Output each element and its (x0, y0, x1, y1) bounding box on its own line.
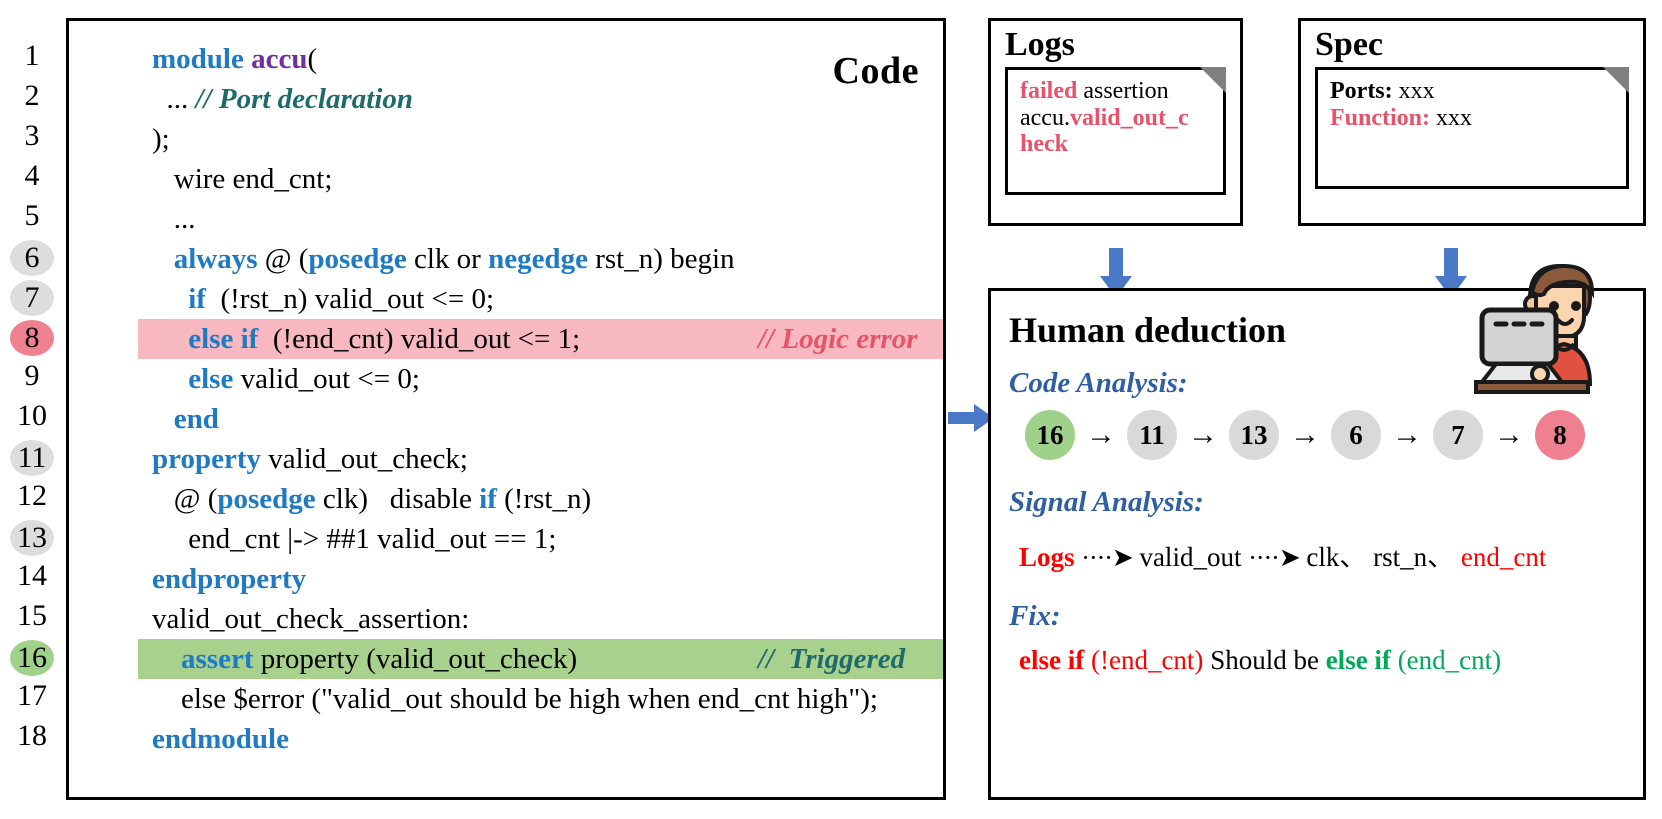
chain-node: 11 (1127, 410, 1177, 460)
code-line: if (!rst_n) valid_out <= 0; (188, 283, 495, 315)
chain-node: 7 (1433, 410, 1483, 460)
spec-ports-value: xxx (1392, 77, 1435, 104)
signal-source-logs: Logs (1019, 542, 1075, 572)
line-number: 5 (24, 199, 40, 232)
signal-mid-valid-out: valid_out (1139, 542, 1242, 572)
code-line: ... // Port declaration (152, 83, 414, 115)
code-line: module accu( (152, 43, 318, 75)
code-line: valid_out_check_assertion: (152, 603, 470, 635)
human-deduction-title: Human deduction (1009, 310, 1287, 350)
code-analysis-chain: 16 → 11 → 13 → 6 → 7 → 8 (1025, 410, 1643, 460)
chain-node: 13 (1229, 410, 1279, 460)
signal-arrow-icon-1: ····➤ (1081, 543, 1133, 572)
code-line: @ (posedge clk) disable if (!rst_n) (152, 483, 592, 515)
logs-assertion-name-1: valid_out_c (1069, 104, 1189, 131)
line-number: 15 (17, 599, 47, 632)
chain-node: 16 (1025, 410, 1075, 460)
chain-arrow-icon: → (1086, 418, 1116, 451)
line-number-marked: 7 (0, 276, 64, 317)
signal-analysis-label: Signal Analysis: (1009, 486, 1204, 518)
spec-ports-label: Ports: (1330, 77, 1393, 104)
logs-assertion-name-2: heck (1020, 131, 1068, 158)
logs-note-text: failed assertion accu.valid_out_c heck (1008, 70, 1223, 159)
signal-analysis-row: Logs ····➤ valid_out ····➤ clk、 rst_n、 e… (1019, 535, 1643, 574)
line-number: 17 (17, 679, 47, 712)
spec-panel: Spec Ports: xxx Function: xxx (1298, 18, 1646, 226)
line-number: 3 (24, 119, 40, 152)
line-number: 4 (24, 159, 40, 192)
fix-label: Fix: (1009, 600, 1061, 632)
code-panel-title: Code (832, 50, 919, 92)
code-line: endproperty (152, 563, 307, 595)
fix-wrong-arg: (!end_cnt) (1084, 645, 1204, 675)
signal-tail-plain: clk、 rst_n、 (1306, 542, 1461, 572)
code-line: always @ (posedge clk or negedge rst_n) … (173, 243, 735, 275)
chain-node: 8 (1535, 410, 1585, 460)
page-fold-icon (1603, 66, 1629, 93)
line-number: 9 (24, 359, 40, 392)
spec-function-value: xxx (1430, 104, 1473, 131)
chain-arrow-icon: → (1392, 418, 1422, 451)
line-number-assert: 16 (0, 636, 64, 677)
line-number: 14 (17, 559, 47, 592)
logs-title: Logs (1005, 26, 1075, 63)
fix-right-arg: (end_cnt) (1390, 645, 1502, 675)
code-analysis-label: Code Analysis: (1009, 367, 1188, 399)
line-number: 1 (24, 39, 40, 72)
person-at-computer-icon (1474, 263, 1595, 394)
line-number-marked: 6 (0, 236, 64, 277)
line-number: 18 (17, 719, 47, 752)
line-number-marked: 11 (0, 436, 64, 477)
fix-right-keyword: else if (1325, 645, 1391, 675)
code-line: endmodule (152, 723, 289, 755)
logs-module-prefix: accu. (1020, 104, 1070, 131)
code-line: wire end_cnt; (152, 163, 333, 195)
logs-failed-keyword: failed (1020, 77, 1078, 104)
spec-note-card: Ports: xxx Function: xxx (1315, 66, 1629, 189)
line-number: 12 (17, 479, 47, 512)
code-line: ... (152, 203, 196, 235)
code-panel: Code module accu( ... // Port declaratio… (66, 18, 946, 800)
chain-arrow-icon: → (1290, 418, 1320, 451)
page-fold-icon (1200, 66, 1226, 93)
fix-middle-text: Should be (1203, 645, 1326, 675)
spec-title: Spec (1315, 26, 1383, 63)
code-line-assert: assert property (valid_out_check)// Trig… (138, 639, 943, 679)
line-number-gutter: 1 2 3 4 5 6 7 8 9 10 11 12 13 14 15 16 1… (0, 36, 64, 756)
fix-wrong-keyword: else if (1019, 645, 1085, 675)
line-number: 10 (17, 399, 47, 432)
code-line: else $error ("valid_out should be high w… (152, 683, 878, 715)
fix-row: else if (!end_cnt) Should be else if (en… (1019, 645, 1643, 676)
line-number-error: 8 (0, 316, 64, 357)
logs-panel: Logs failed assertion accu.valid_out_c h… (988, 18, 1243, 226)
chain-arrow-icon: → (1494, 418, 1524, 451)
signal-tail-endcnt: end_cnt (1460, 542, 1547, 572)
line-number: 2 (24, 79, 40, 112)
signal-arrow-icon-2: ····➤ (1248, 543, 1300, 572)
logs-note-card: failed assertion accu.valid_out_c heck (1005, 66, 1226, 195)
code-line-error: else if (!end_cnt) valid_out <= 1;// Log… (138, 319, 943, 359)
line-number-marked: 13 (0, 516, 64, 557)
code-lines: module accu( ... // Port declaration ); … (138, 39, 943, 759)
spec-note-text: Ports: xxx Function: xxx (1318, 70, 1626, 132)
code-line: end_cnt |-> ##1 valid_out == 1; (152, 523, 557, 555)
code-line: ); (152, 123, 170, 155)
spec-function-label: Function: (1330, 104, 1431, 131)
chain-arrow-icon: → (1188, 418, 1218, 451)
code-line: else valid_out <= 0; (188, 363, 420, 395)
logs-assertion-word: assertion (1077, 77, 1169, 104)
code-line: property valid_out_check; (152, 443, 468, 475)
code-line: end (173, 403, 219, 435)
chain-node: 6 (1331, 410, 1381, 460)
human-deduction-panel: Human deduction Code Analysis: 16 → 11 →… (988, 288, 1646, 800)
